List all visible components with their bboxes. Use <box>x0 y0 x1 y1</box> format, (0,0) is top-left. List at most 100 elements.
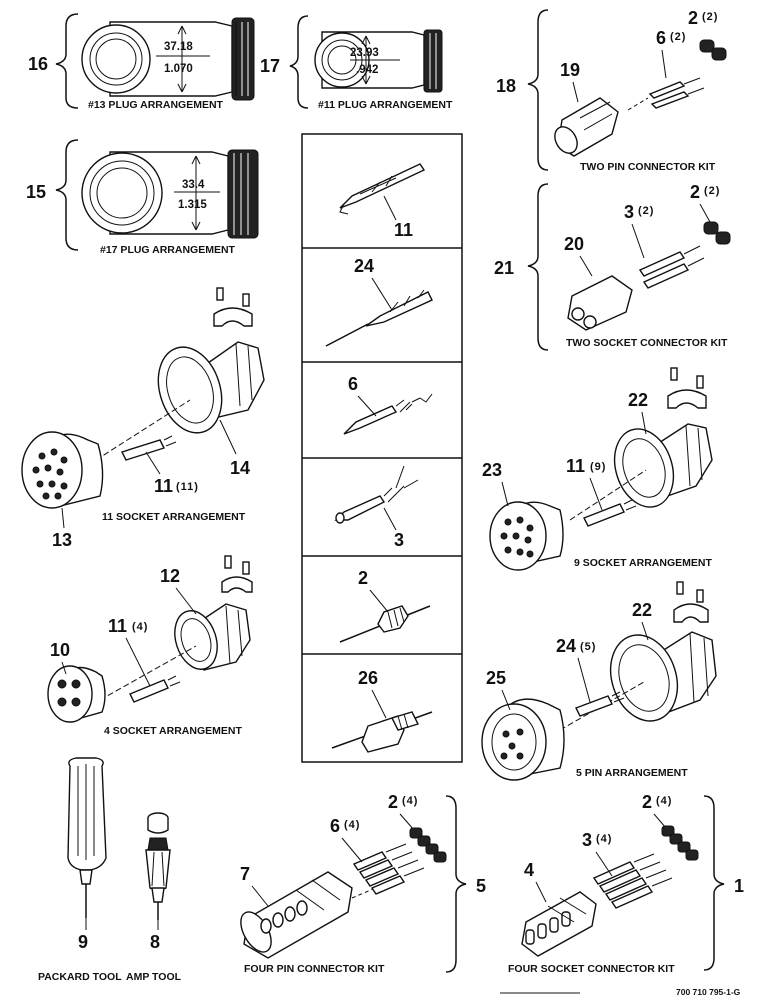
center-panel-frame <box>301 133 463 763</box>
four-pin-seal-num: 2 <box>388 792 398 812</box>
pin-5-shell <box>609 631 717 722</box>
two-socket-seal-num: 2 <box>690 182 700 202</box>
two-pin-pin-qty: (2) <box>670 31 686 43</box>
callout-1: 1 <box>734 876 744 896</box>
four-socket-kit-group: 1 4 3 (4) 2 (4) FOUR SOCKE <box>508 792 744 975</box>
two-socket-housing-num: 20 <box>564 234 584 254</box>
plug-17-group: 15 33.4 1.315 #17 PLUG ARRANGEMENT <box>26 139 259 256</box>
four-socket-kit-caption: FOUR SOCKET CONNECTOR KIT <box>508 963 675 975</box>
socket-4-clamp <box>221 555 253 593</box>
callout-18: 18 <box>496 76 516 96</box>
four-pin-pin-num: 6 <box>330 816 340 836</box>
four-pin-kit-brace <box>445 795 467 973</box>
pin-5-contact-qty: (5) <box>580 641 596 653</box>
two-pin-pins-drawing <box>648 77 705 109</box>
plug-13-dim-top: 37.18 <box>164 41 193 53</box>
socket-9-insert <box>489 501 564 571</box>
four-socket-seal-qty: (4) <box>656 795 672 807</box>
socket-11-caption: 11 SOCKET ARRANGEMENT <box>102 511 246 523</box>
socket-9-contact <box>583 499 637 527</box>
four-socket-socket-qty: (4) <box>596 833 612 845</box>
socket-9-insert-num: 23 <box>482 460 502 480</box>
pin-5-contact-num: 24 <box>556 636 576 656</box>
panel-label-24: 24 <box>354 256 374 276</box>
four-pin-pins-drawing <box>352 843 425 895</box>
center-panel: 11 24 6 3 2 <box>301 133 463 763</box>
socket-4-caption: 4 SOCKET ARRANGEMENT <box>104 725 242 737</box>
plug-17-brace <box>55 139 79 251</box>
two-socket-socket-qty: (2) <box>638 205 654 217</box>
socket-11-shell <box>157 341 265 434</box>
pin-5-caption: 5 PIN ARRANGEMENT <box>576 767 688 779</box>
callout-21: 21 <box>494 258 514 278</box>
plug-11-brace <box>289 15 309 109</box>
two-socket-socket-num: 3 <box>624 202 634 222</box>
four-socket-seal-num: 2 <box>642 792 652 812</box>
panel-cell-2: 2 <box>339 568 431 643</box>
pin-5-contact <box>575 691 625 717</box>
pin-5-group: 24 (5) 22 25 5 PIN ARRANGEMENT <box>481 581 717 781</box>
four-pin-pin-qty: (4) <box>344 819 360 831</box>
socket-11-contact-num: 11 <box>154 476 173 496</box>
packard-tool-num: 9 <box>78 932 88 952</box>
panel-label-3: 3 <box>394 530 404 550</box>
two-pin-pin-num: 6 <box>656 28 666 48</box>
plug-13-caption: #13 PLUG ARRANGEMENT <box>88 99 224 111</box>
two-socket-seals-drawing <box>703 221 731 245</box>
socket-4-insert-num: 10 <box>50 640 70 660</box>
plug-11-group: 17 23.93 .942 #11 PLUG ARRANGEMENT <box>260 15 453 111</box>
packard-tool: 9 PACKARD TOOL <box>38 757 122 983</box>
plug-13-drawing <box>81 17 255 101</box>
four-pin-seal-qty: (4) <box>402 795 418 807</box>
two-socket-kit-brace <box>527 183 549 351</box>
two-pin-housing-num: 19 <box>560 60 580 80</box>
callout-15: 15 <box>26 182 46 202</box>
socket-11-insert-num: 13 <box>52 530 72 550</box>
socket-11-group: 11 (11) 14 11 SOCKET ARRANGEMENT 13 <box>21 287 265 550</box>
two-pin-kit-group: 18 19 6 (2) 2 (2) TWO PIN CONNECTOR KIT <box>496 8 727 173</box>
two-socket-kit-group: 21 20 3 (2) 2 (2) TWO SOCKET CONNECTOR K… <box>494 182 731 351</box>
two-pin-seal-num: 2 <box>688 8 698 28</box>
panel-cell-24: 24 <box>325 256 433 347</box>
four-pin-kit-caption: FOUR PIN CONNECTOR KIT <box>244 963 385 975</box>
socket-4-contact-num: 11 <box>108 616 127 636</box>
socket-9-caption: 9 SOCKET ARRANGEMENT <box>574 557 712 569</box>
callout-16: 16 <box>28 54 48 74</box>
plug-17-caption: #17 PLUG ARRANGEMENT <box>100 244 236 256</box>
plug-11-caption: #11 PLUG ARRANGEMENT <box>318 99 453 111</box>
socket-4-insert <box>47 665 106 723</box>
amp-tool-label: AMP TOOL <box>126 971 182 983</box>
socket-4-contact <box>129 675 181 703</box>
two-socket-housing-drawing <box>567 275 633 331</box>
four-socket-socket-num: 3 <box>582 830 592 850</box>
plug-13-brace <box>55 13 79 109</box>
plug-17-drawing <box>81 149 259 239</box>
four-socket-seals-drawing <box>661 825 699 861</box>
plug-11-drawing <box>314 29 443 93</box>
figure-code: 700 710 795-1-G <box>676 987 741 997</box>
pin-5-insert <box>481 698 565 781</box>
plug-13-group: 16 37.18 1.070 #13 PLUG ARRANGEMENT <box>28 13 255 111</box>
plug-17-dim-bottom: 1.315 <box>178 199 207 211</box>
plug-11-dim-top: 23.93 <box>350 47 379 59</box>
panel-label-2: 2 <box>358 568 368 588</box>
panel-cell-6: 6 <box>343 374 433 435</box>
socket-9-contact-qty: (9) <box>590 461 606 473</box>
two-socket-seal-qty: (2) <box>704 185 720 197</box>
four-socket-sockets-drawing <box>592 853 673 909</box>
two-pin-seal-qty: (2) <box>702 11 718 23</box>
socket-11-contact <box>121 435 177 461</box>
socket-9-contact-num: 11 <box>566 456 585 476</box>
callout-17: 17 <box>260 56 280 76</box>
two-pin-kit-caption: TWO PIN CONNECTOR KIT <box>580 161 716 173</box>
panel-label-11: 11 <box>394 220 413 240</box>
four-socket-kit-brace <box>703 795 725 971</box>
socket-11-shell-num: 14 <box>230 458 250 478</box>
socket-4-group: 11 (4) 12 10 4 SOCKET ARRANGEMENT <box>47 555 253 737</box>
two-pin-housing-drawing <box>554 97 619 157</box>
two-pin-seals-drawing <box>699 39 727 61</box>
two-socket-kit-caption: TWO SOCKET CONNECTOR KIT <box>566 337 728 349</box>
socket-11-contact-qty: (11) <box>176 481 199 493</box>
panel-label-6: 6 <box>348 374 358 394</box>
